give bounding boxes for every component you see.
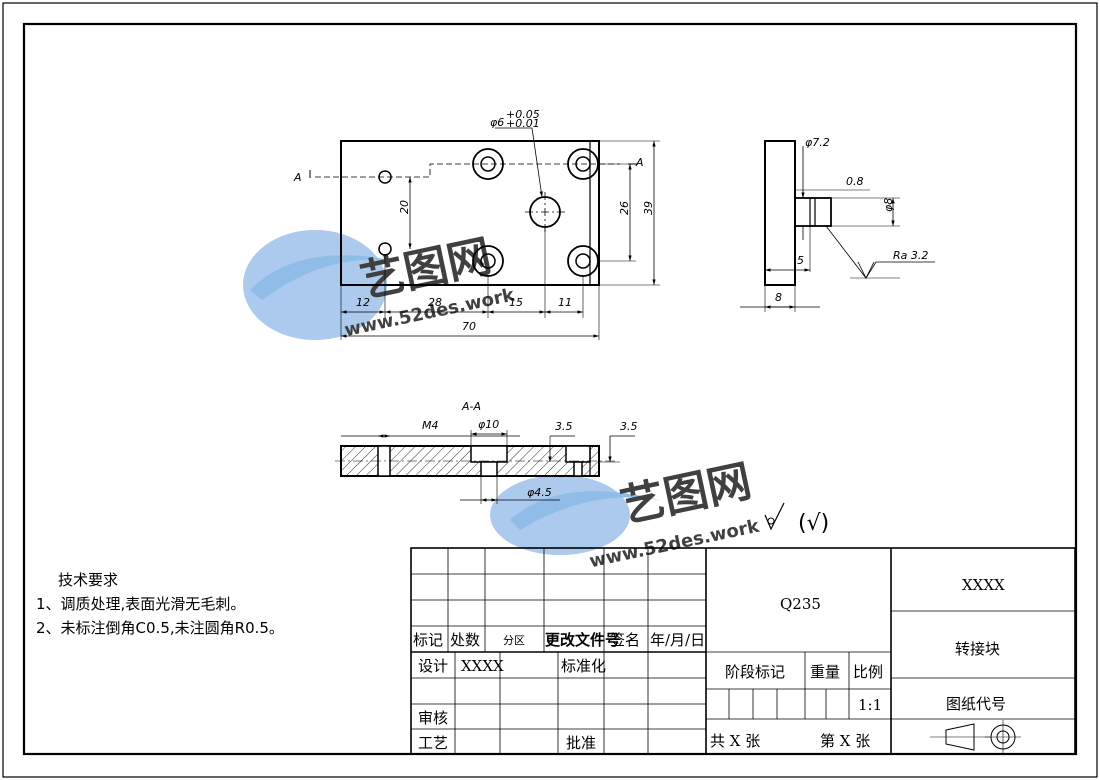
dim-26: 26 [618,201,631,215]
part-name: 转接块 [955,640,1000,658]
tech-note-2: 2、未标注倒角C0.5,未注圆角R0.5。 [36,619,284,637]
dim-3-5-b: 3.5 [620,420,638,433]
front-view [309,127,660,340]
general-roughness: (√) [764,502,829,536]
dim-7-2: φ7.2 [805,136,830,149]
dim-8-dia: φ8 [882,198,895,212]
label-design: 设计 [418,657,448,675]
tech-note-1: 1、调质处理,表面光滑无毛刺。 [36,595,246,613]
label-review: 审核 [418,709,448,727]
dim-0-8: 0.8 [846,175,864,188]
cut-mark-right: A [635,156,644,169]
dim-3-5-a: 3.5 [555,420,573,433]
designer-name: XXXX [461,657,504,675]
technical-requirements: 技术要求 1、调质处理,表面光滑无毛刺。 2、未标注倒角C0.5,未注圆角R0.… [36,568,284,640]
dim-28: 28 [428,296,442,309]
label-standardize: 标准化 [561,657,606,675]
material: Q235 [780,595,821,613]
label-stage-mark: 阶段标记 [725,663,785,681]
dim-20: 20 [398,200,411,214]
label-sign: 签名 [610,631,640,649]
dim-hole-dia: φ6 [490,116,504,129]
dim-11: 11 [558,296,572,309]
dim-15: 15 [509,296,523,309]
section-label: A-A [461,400,481,413]
roughness-label: Ra 3.2 [893,249,928,262]
dim-5: 5 [797,254,804,267]
dim-hole-tol-upper: +0.05 [506,108,540,121]
label-mark: 标记 [413,631,443,649]
label-page: 第 X 张 [820,732,870,750]
label-ratio: 比例 [853,663,883,681]
dim-39: 39 [642,201,655,215]
label-change-doc: 更改文件号 [545,631,620,649]
label-count: 处数 [450,631,480,649]
label-process: 工艺 [418,734,448,752]
drawing-number: 图纸代号 [946,695,1006,713]
label-date: 年/月/日 [650,631,705,649]
front-view-labels: A A φ6 +0.05 +0.01 20 26 39 12 28 15 11 … [293,108,655,333]
roughness-note: (√) [798,511,829,536]
watermark: 艺图网 www.52des.work 艺图网 www.52des.work [243,230,762,572]
label-zone: 分区 [503,634,525,647]
cut-mark-left: A [293,171,302,184]
tech-notes-title: 技术要求 [58,571,119,589]
company-name: XXXX [962,576,1005,594]
dim-hole-tol-lower: +0.01 [506,117,540,130]
label-total: 共 X 张 [710,732,760,750]
label-approve: 批准 [566,734,596,752]
scale-value: 1:1 [858,696,882,714]
dim-m4: M4 [422,419,439,432]
title-block-text: 标记 处数 分区 更改文件号 签名 年/月/日 设计 XXXX 标准化 审核 工… [413,576,1006,752]
section-view-labels: A-A M4 φ10 3.5 3.5 φ4.5 [422,400,638,499]
dim-10: φ10 [478,418,499,431]
section-view [335,430,635,504]
dim-8: 8 [775,291,782,304]
side-view-labels: φ7.2 0.8 φ8 5 8 Ra 3.2 [775,136,928,304]
dim-4-5: φ4.5 [527,486,552,499]
dim-12: 12 [356,296,370,309]
title-block [410,547,1076,755]
dim-70: 70 [462,320,476,333]
label-weight: 重量 [810,663,840,681]
side-view [740,140,935,312]
